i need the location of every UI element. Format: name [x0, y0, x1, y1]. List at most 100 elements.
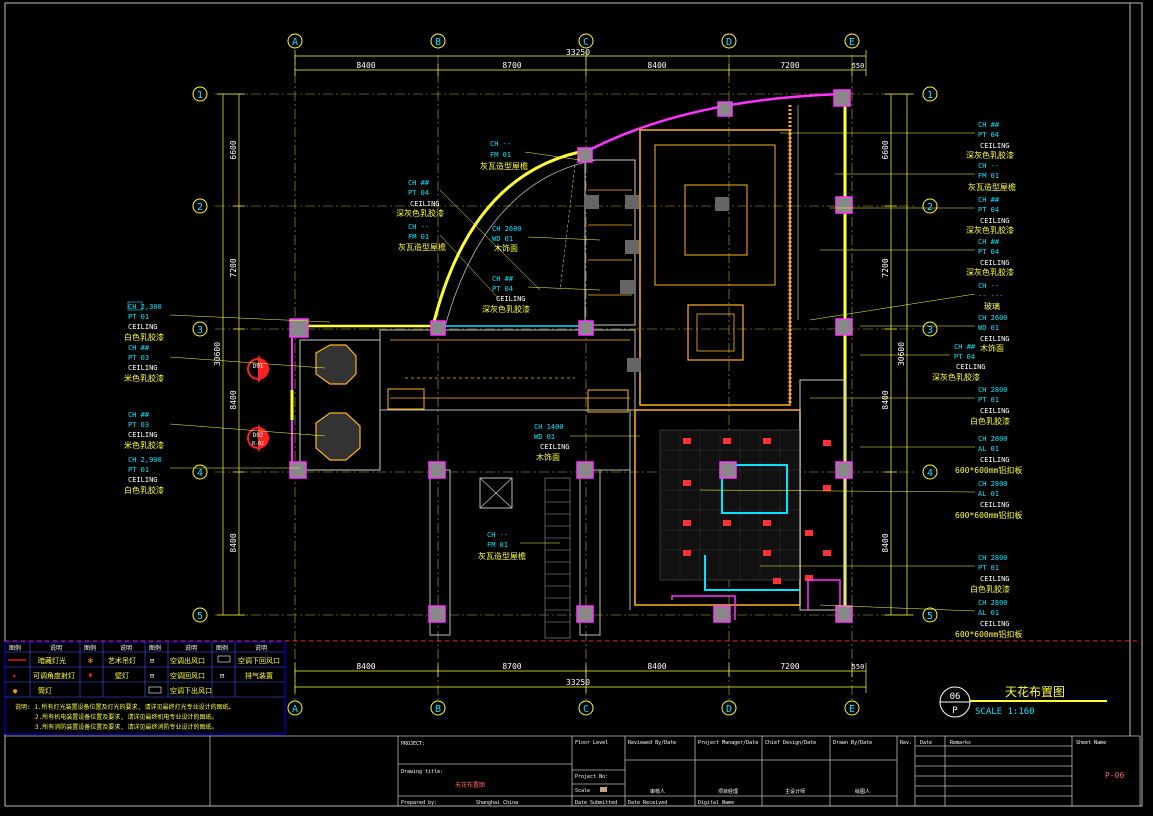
svg-text:CH 2800: CH 2800: [978, 480, 1008, 488]
svg-text:深灰色乳胶漆: 深灰色乳胶漆: [966, 225, 1014, 235]
svg-text:CEILING: CEILING: [410, 200, 440, 208]
tag-left-4: CH 2,900 PT 01 CEILING 白色乳胶漆: [124, 456, 164, 495]
svg-text:CH 2600: CH 2600: [492, 225, 522, 233]
dim-right-total: 30600: [897, 342, 906, 366]
dimension-bottom: [294, 663, 867, 693]
drawing-title-badge: 06 P 天花布置图 SCALE 1:160: [939, 684, 1107, 718]
svg-text:深灰色乳胶漆: 深灰色乳胶漆: [966, 267, 1014, 277]
svg-text:说明: 说明: [185, 644, 197, 652]
svg-text:说明: 1.所有灯光装置设备位置及灯光的要求, 请详见最终灯: 说明: 1.所有灯光装置设备位置及灯光的要求, 请详见最终灯光专业设计的图纸。: [15, 703, 235, 711]
tag-right-7: CH ## PT 04 CEILING 深灰色乳胶漆: [932, 343, 986, 382]
svg-text:白色乳胶漆: 白色乳胶漆: [124, 485, 164, 495]
svg-text:CH ##: CH ##: [954, 343, 976, 351]
dim-bottom-total: 33250: [566, 678, 590, 687]
svg-text:深灰色乳胶漆: 深灰色乳胶漆: [482, 304, 530, 314]
svg-text:CEILING: CEILING: [980, 501, 1010, 509]
tag-mid-3: CH -- FM 01 灰瓦造型屋檐: [480, 140, 528, 171]
dim-bottom-5: 550: [852, 663, 865, 671]
supply-air-low-icon: [148, 686, 162, 694]
scale-swatch: [600, 787, 607, 792]
tb-project-no: Project No:: [575, 774, 608, 780]
svg-text:PT 01: PT 01: [128, 466, 149, 474]
dim-right-2: 7200: [881, 258, 890, 277]
pendant-light-icon: ✻: [88, 656, 93, 665]
tb-digital-name: Digital Name: [698, 800, 734, 806]
svg-text:CH --: CH --: [490, 140, 511, 148]
svg-text:PT 04: PT 04: [978, 131, 999, 139]
tag-right-8: CH 2800 PT 01 CEILING 白色乳胶漆: [970, 386, 1010, 426]
svg-text:-- ---: -- ---: [978, 292, 1003, 300]
dim-left-4: 8400: [229, 533, 238, 552]
svg-text:FM 01: FM 01: [408, 233, 429, 241]
svg-text:CH 1400: CH 1400: [534, 423, 564, 431]
grid-row-5-right: 5: [927, 611, 933, 622]
tag-mid-4: CH 2600 WD 01 木饰面: [492, 225, 522, 253]
tag-mid-1: CH ## PT 04 CEILING 深灰色乳胶漆: [396, 179, 444, 218]
svg-text:AL 01: AL 01: [978, 445, 999, 453]
tb-drawing-title-label: Drawing title:: [401, 769, 443, 775]
svg-text:木饰面: 木饰面: [494, 243, 518, 253]
dim-top-total: 33250: [566, 48, 590, 57]
svg-text:CEILING: CEILING: [128, 431, 158, 439]
svg-text:空调下出风口: 空调下出风口: [170, 686, 212, 695]
dim-left-1: 6600: [229, 140, 238, 159]
tb-prepared-by-value: Shanghai China: [476, 800, 518, 806]
svg-text:CEILING: CEILING: [496, 295, 526, 303]
svg-text:CH ##: CH ##: [492, 275, 514, 283]
grid-row-bubbles-left: 1 2 3 4 5: [192, 86, 208, 623]
tb-sig-drawer: 绘图人: [855, 788, 870, 795]
coffered-ceiling: [687, 304, 744, 361]
svg-text:PT 04: PT 04: [492, 285, 513, 293]
svg-text:CEILING: CEILING: [980, 620, 1010, 628]
tb-drawn-by: Drawn By/Date: [833, 740, 872, 746]
dim-bottom-3: 8400: [647, 662, 666, 671]
tb-floor-level: Floor Level: [575, 740, 608, 746]
svg-text:CH ##: CH ##: [128, 344, 150, 352]
svg-text:600*600mm铝扣板: 600*600mm铝扣板: [955, 510, 1022, 520]
svg-text:CEILING: CEILING: [956, 363, 986, 371]
svg-text:可调角度射灯: 可调角度射灯: [33, 671, 75, 680]
dim-right-1: 6600: [881, 140, 890, 159]
svg-text:深灰色乳胶漆: 深灰色乳胶漆: [966, 150, 1014, 160]
grid-col-d: D: [726, 37, 732, 48]
grid-col-e-bottom: E: [849, 704, 855, 715]
svg-text:玻璃: 玻璃: [984, 301, 1000, 311]
svg-text:PT 01: PT 01: [978, 564, 999, 572]
badge-number: 06: [950, 692, 961, 702]
svg-text:CEILING: CEILING: [980, 142, 1010, 150]
tb-date-received: Date Received: [628, 800, 667, 806]
tb-drawing-title-value: 天花布置图: [455, 781, 485, 789]
dim-top-2: 8700: [502, 61, 521, 70]
svg-text:WD 01: WD 01: [492, 235, 513, 243]
leader-lines-right: [699, 132, 976, 612]
tag-right-11: CH 2800 PT 01 CEILING 白色乳胶漆: [970, 554, 1010, 594]
svg-text:CEILING: CEILING: [980, 456, 1010, 464]
tb-project-label: PROJECT:: [401, 741, 425, 747]
svg-text:WD 01: WD 01: [534, 433, 555, 441]
svg-text:米色乳胶漆: 米色乳胶漆: [124, 373, 164, 383]
marker-d01-label: D01: [253, 363, 264, 370]
svg-text:PT 03: PT 03: [128, 421, 149, 429]
grid-row-4-right: 4: [927, 468, 933, 479]
svg-text:CH 2800: CH 2800: [978, 435, 1008, 443]
tb-sig-reviewer: 审核人: [650, 788, 665, 795]
tb-sheet-id: P-06: [1105, 771, 1124, 780]
svg-text:深灰色乳胶漆: 深灰色乳胶漆: [932, 372, 980, 382]
svg-text:2.所有机电装置设备位置及要求, 请详见最终机电专业设计的图: 2.所有机电装置设备位置及要求, 请详见最终机电专业设计的图纸。: [35, 713, 217, 721]
grid-row-4: 4: [197, 468, 203, 479]
grid-row-1-right: 1: [927, 90, 933, 101]
svg-text:CH ##: CH ##: [978, 238, 1000, 246]
grid-row-2-right: 2: [927, 202, 933, 213]
tag-left-2: CH ## PT 03 CEILING 米色乳胶漆: [124, 344, 164, 383]
grid-col-a-bottom: A: [292, 704, 298, 715]
drawing-title: 天花布置图: [1005, 684, 1065, 699]
exhaust-icon: ⊟: [220, 672, 224, 680]
legend-table: 图例 说明 图例 说明 图例 说明 图例 说明 暗藏灯光 ✻ 艺术吊灯 ⊟ 空调…: [4, 641, 286, 735]
wall-lamp-icon: ♦: [88, 671, 93, 680]
svg-text:白色乳胶漆: 白色乳胶漆: [970, 584, 1010, 594]
grid-col-d-bottom: D: [726, 704, 732, 715]
tag-left-3: CH ## PT 03 CEILING 米色乳胶漆: [124, 411, 164, 450]
svg-text:PT 04: PT 04: [978, 206, 999, 214]
svg-text:空调下回风口: 空调下回风口: [238, 656, 280, 665]
